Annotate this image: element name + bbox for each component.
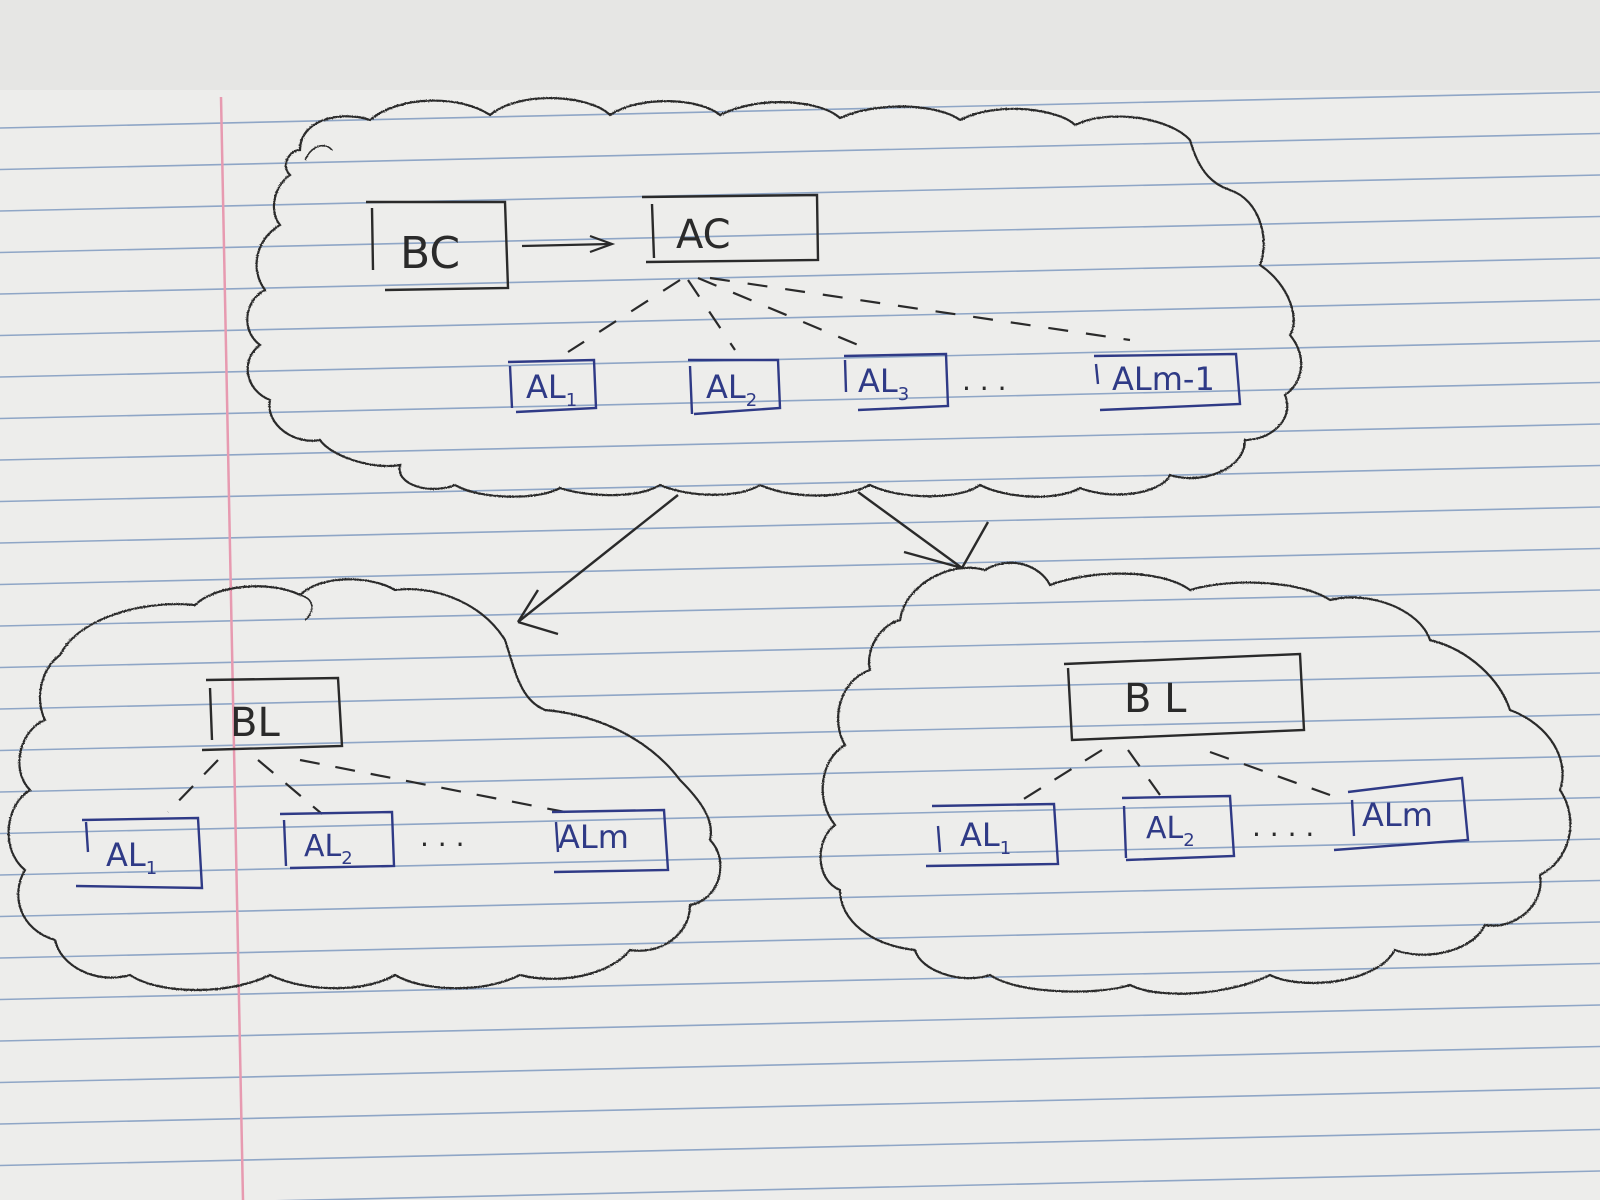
ac-child-links — [567, 276, 1131, 353]
ruled-line — [0, 298, 1600, 337]
right-child-1-box — [925, 802, 1060, 868]
ruled-line — [0, 921, 1600, 959]
right-child-m-label: ALm — [1362, 796, 1433, 834]
bc-label: BC — [400, 228, 460, 279]
ruled-line — [0, 340, 1600, 378]
ruled-line — [0, 713, 1600, 752]
top-child-m-1-box — [1093, 352, 1242, 412]
right-bl-box — [1063, 652, 1306, 742]
right-bl-node: B L — [1063, 652, 1306, 742]
left-bl-node: BL — [201, 676, 344, 752]
top-cloud — [246, 97, 1303, 498]
ruled-line — [0, 547, 1600, 586]
bc-to-ac-arrow — [521, 234, 616, 254]
left-bl-label: BL — [230, 700, 280, 746]
bc-node: BC — [366, 200, 510, 292]
ruled-line — [0, 381, 1600, 420]
right-bl-child-links — [1021, 749, 1331, 801]
top-child-m-1-label: ALm-1 — [1112, 360, 1215, 398]
arrow-to-right-cloud — [857, 491, 990, 570]
top-child-3 — [843, 352, 950, 412]
left-child-m-label: ALm — [558, 818, 629, 856]
ruled-line — [0, 91, 1600, 129]
right-child-2 — [1121, 794, 1236, 862]
ruled-line — [0, 838, 1600, 876]
left-child-m — [551, 808, 670, 874]
ruled-line — [0, 1045, 1600, 1084]
right-child-m — [1333, 776, 1470, 852]
ac-node: AC — [641, 193, 820, 264]
left-cloud-outline — [7, 578, 722, 992]
top-child-2-label: AL2 — [706, 368, 757, 411]
left-child-2-box — [279, 810, 396, 870]
right-child-1 — [925, 802, 1060, 868]
ruled-line — [0, 672, 1600, 710]
ruled-line — [275, 1170, 1600, 1200]
ruled-line — [0, 215, 1600, 254]
ruled-lines — [0, 91, 1600, 1200]
right-child-2-box — [1121, 794, 1236, 862]
left-ellipsis: . . . — [420, 820, 465, 853]
top-child-3-box — [843, 352, 950, 412]
ruled-line — [0, 1004, 1600, 1042]
ruled-line — [0, 962, 1600, 1001]
top-child-1 — [507, 358, 598, 414]
right-child-m-box — [1333, 776, 1470, 852]
left-child-1-box — [75, 816, 204, 890]
top-child-1-label: AL1 — [526, 368, 577, 411]
top-cloud-outline — [246, 97, 1303, 498]
left-cloud — [7, 578, 722, 992]
top-child-2-box — [688, 358, 782, 416]
left-child-2 — [279, 810, 396, 870]
right-cloud — [819, 561, 1572, 995]
paper-top-strip — [0, 0, 1600, 90]
top-child-1-box — [507, 358, 598, 414]
ruled-line — [0, 589, 1600, 627]
ac-box — [641, 193, 820, 264]
ruled-line — [0, 257, 1600, 295]
ruled-line — [0, 174, 1600, 212]
ruled-line — [0, 1128, 1600, 1167]
ruled-line — [0, 464, 1600, 503]
left-child-2-label: AL2 — [304, 829, 353, 869]
top-child-3-label: AL3 — [858, 362, 909, 405]
left-bl-box — [201, 676, 344, 752]
right-bl-label: B L — [1124, 676, 1187, 722]
top-child-2 — [688, 358, 782, 416]
left-bl-child-links — [167, 758, 566, 815]
right-ellipsis: . . . . — [1252, 810, 1314, 843]
right-child-2-label: AL2 — [1146, 811, 1195, 851]
margin-line — [219, 96, 245, 1200]
left-child-m-box — [551, 808, 670, 874]
ruled-line — [0, 879, 1600, 918]
left-child-1-label: AL1 — [106, 836, 157, 879]
ruled-line — [0, 1087, 1600, 1125]
right-child-1-label: AL1 — [960, 816, 1011, 859]
top-child-m-1 — [1093, 352, 1242, 412]
ruled-line — [0, 506, 1600, 544]
left-child-1 — [75, 816, 204, 890]
ruled-line — [0, 132, 1600, 171]
ac-label: AC — [676, 212, 731, 258]
arrow-to-left-cloud — [516, 494, 679, 636]
ruled-line — [0, 630, 1600, 669]
ruled-line — [0, 755, 1600, 793]
top-ellipsis: . . . — [962, 364, 1007, 397]
ruled-line — [0, 796, 1600, 835]
right-cloud-outline — [819, 561, 1572, 995]
bc-box — [366, 200, 510, 292]
ruled-line — [0, 423, 1600, 461]
